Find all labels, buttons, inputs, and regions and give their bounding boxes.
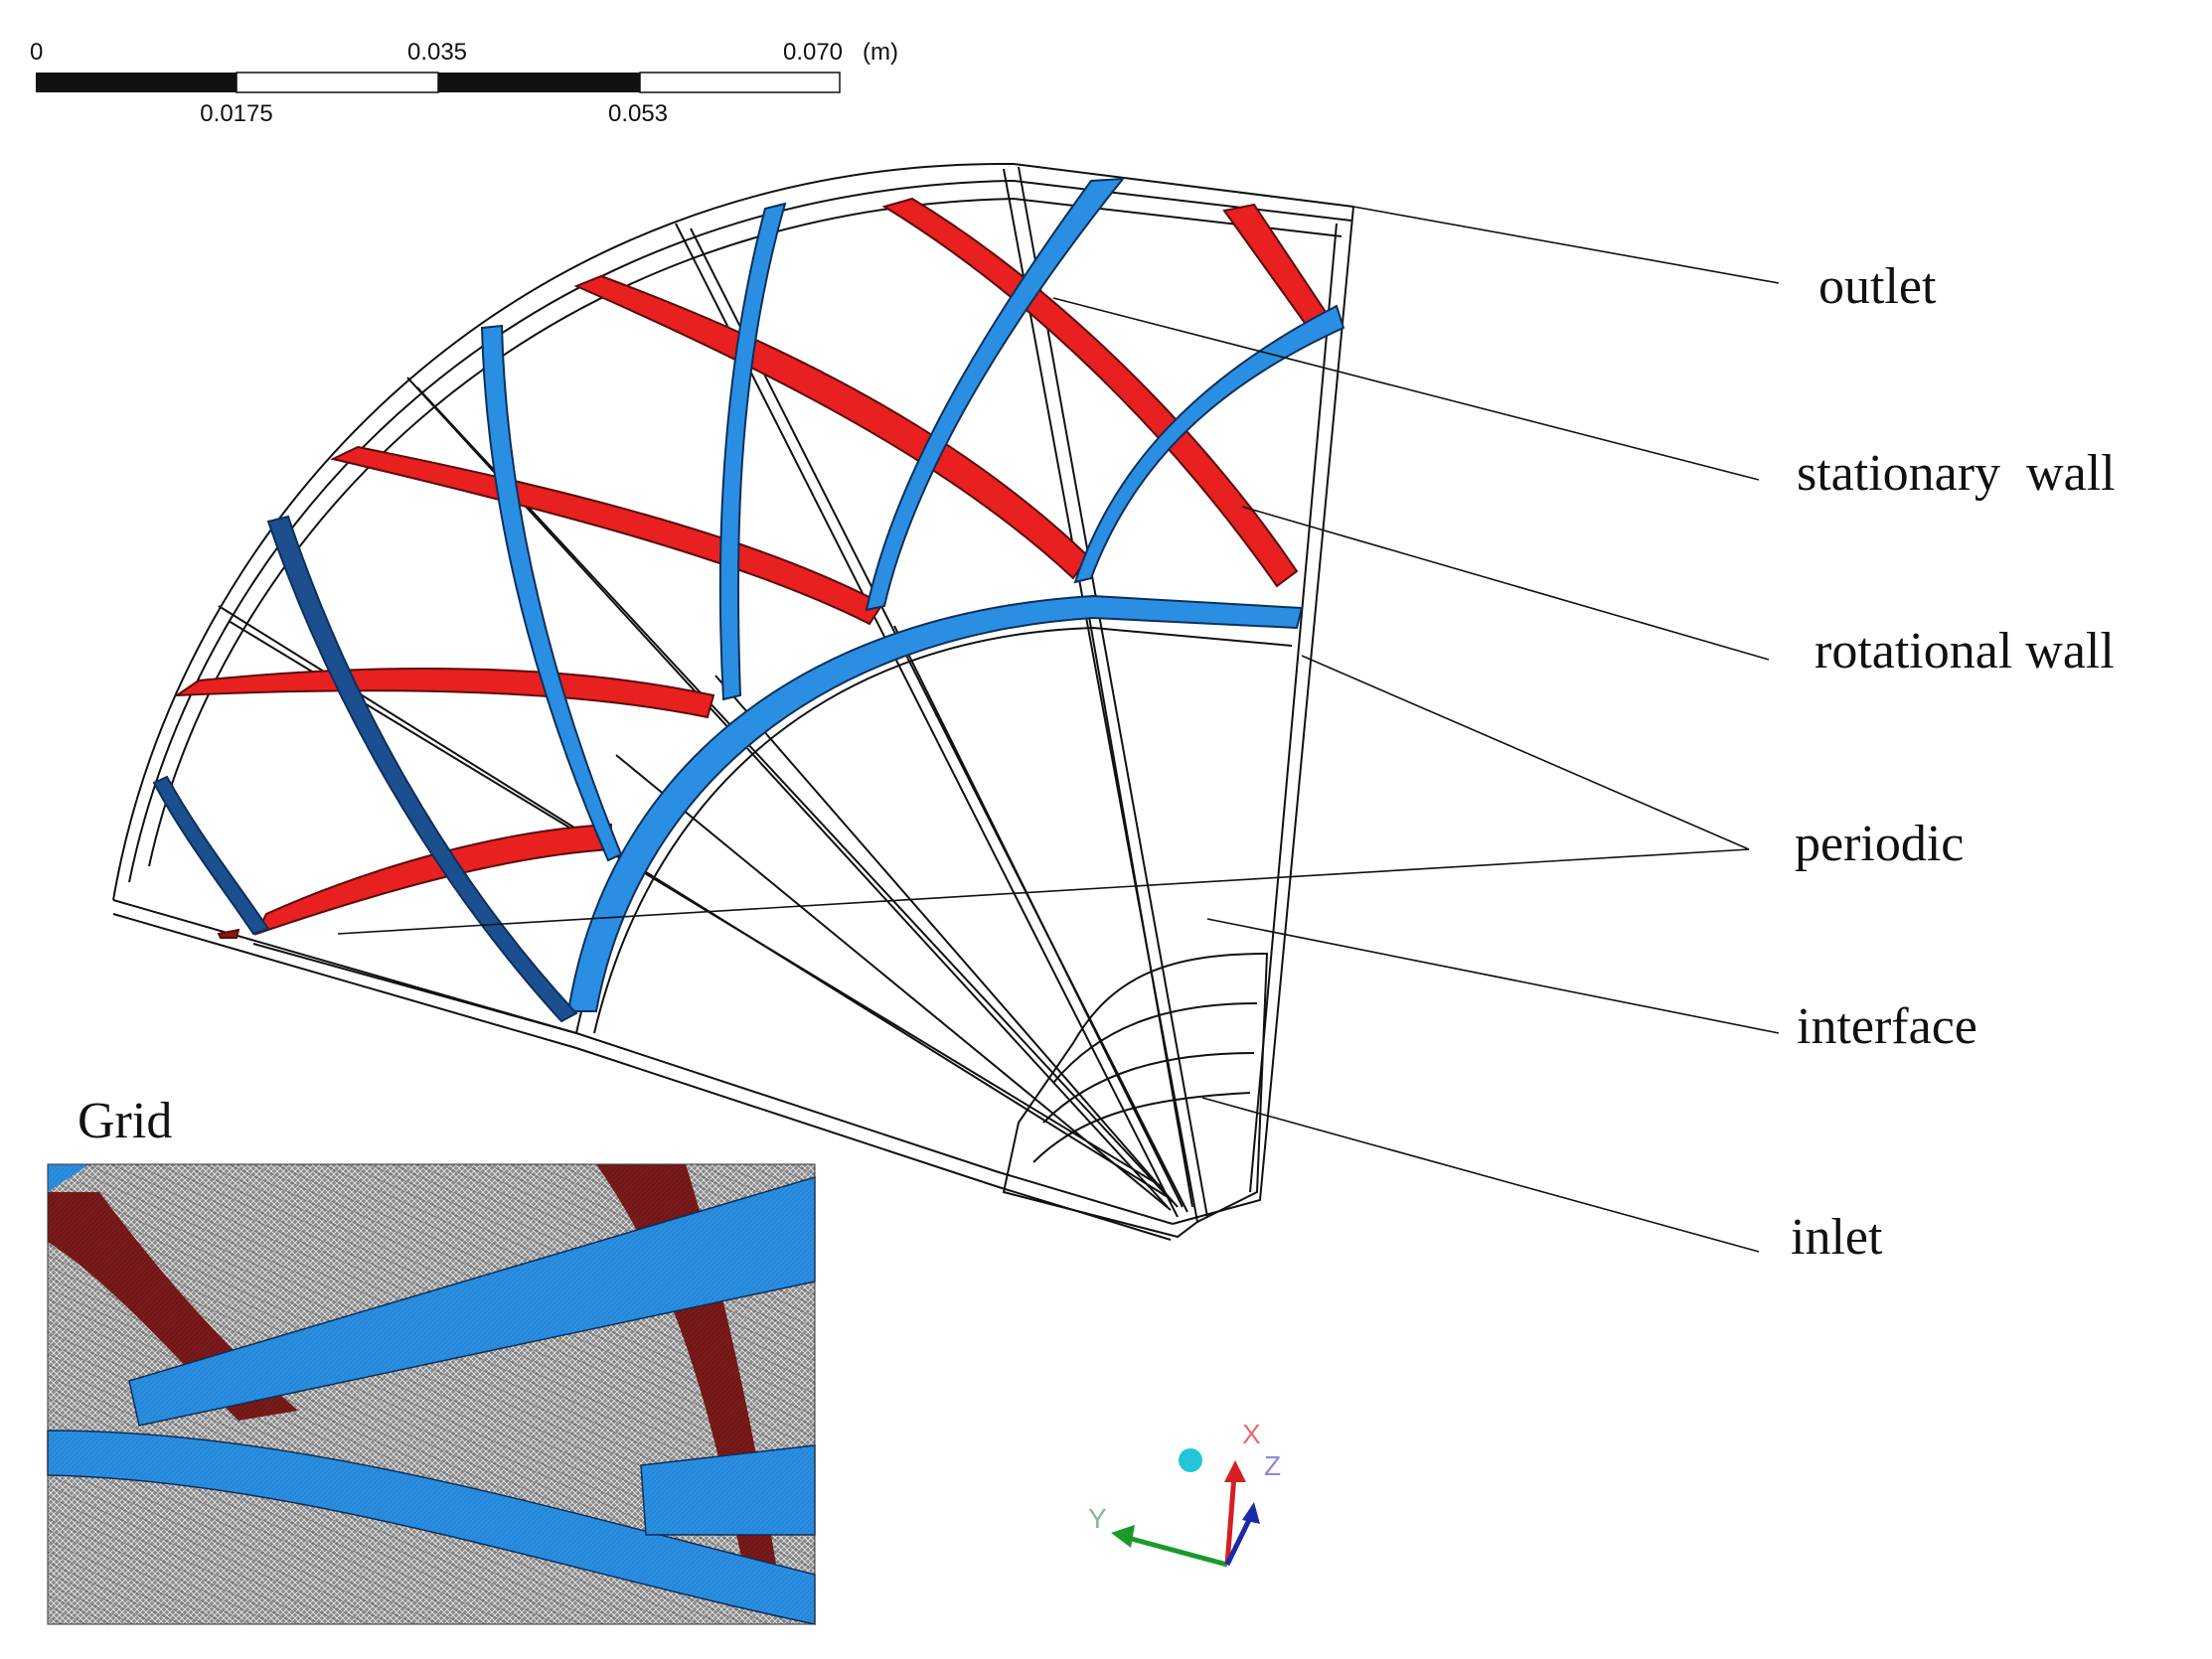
label-interface: interface bbox=[1797, 998, 1977, 1055]
grid-blue-corner bbox=[48, 1164, 89, 1192]
triad-x-label: X bbox=[1242, 1419, 1261, 1449]
rotating-blade-6 bbox=[152, 775, 270, 936]
leader-outlet bbox=[1352, 206, 1780, 284]
leader-periodic-1 bbox=[1301, 655, 1750, 850]
scale-tick-0053: 0.053 bbox=[608, 100, 668, 127]
scale-bar: 0 0.035 0.070 (m) 0.0175 0.053 bbox=[30, 39, 898, 127]
periodic-right bbox=[1172, 206, 1354, 1225]
scale-tick-0: 0 bbox=[30, 39, 43, 66]
label-inlet: inlet bbox=[1791, 1209, 1883, 1266]
triad-origin-sphere bbox=[1179, 1448, 1202, 1472]
grid-inset: Grid bbox=[47, 1093, 816, 1625]
scale-bar-segment-4 bbox=[639, 72, 841, 93]
triad-y-label: Y bbox=[1088, 1503, 1107, 1534]
leader-stationary-wall bbox=[1052, 297, 1760, 481]
radial-line-3 bbox=[675, 223, 1179, 1218]
periodic-left bbox=[112, 899, 1174, 1225]
rotating-blade-5 bbox=[266, 515, 578, 1023]
label-stationary-wall: stationary wall bbox=[1797, 445, 2116, 502]
scale-unit: (m) bbox=[863, 39, 898, 66]
rotating-blades bbox=[152, 177, 1345, 1023]
leader-lines bbox=[337, 206, 1780, 1253]
radial-line-6 bbox=[416, 386, 1174, 1203]
triad-y-arrowhead bbox=[1111, 1525, 1135, 1548]
radial-line-12 bbox=[1087, 610, 1193, 1208]
stationary-blade-6 bbox=[254, 823, 613, 936]
callout-labels: outlet stationary wall rotational wall p… bbox=[1791, 258, 2116, 1266]
scale-bar-segment-2 bbox=[236, 72, 439, 93]
triad-z-label: Z bbox=[1264, 1450, 1281, 1481]
inlet-inner-2 bbox=[1042, 1052, 1255, 1124]
triad-z-arrowhead bbox=[1242, 1502, 1260, 1524]
rotating-blade-1 bbox=[865, 177, 1126, 612]
leader-interface bbox=[1206, 918, 1780, 1034]
rotating-blade-4 bbox=[480, 324, 623, 862]
grid-inset-border bbox=[47, 1163, 816, 1625]
periodic-left-3 bbox=[252, 943, 577, 1034]
leader-periodic-2 bbox=[337, 848, 1750, 935]
triad-x-axis bbox=[1224, 1474, 1237, 1566]
grid-inset-title: Grid bbox=[78, 1093, 172, 1149]
radial-line-8 bbox=[228, 620, 1164, 1188]
scale-bar-segment-3 bbox=[438, 73, 640, 92]
axes-triad: X Y Z bbox=[1088, 1419, 1281, 1568]
scale-tick-00175: 0.0175 bbox=[200, 100, 272, 127]
scale-bar-segment-1 bbox=[36, 73, 237, 92]
rotating-blade-2 bbox=[1073, 304, 1345, 584]
inlet-inner-1 bbox=[1052, 1002, 1258, 1084]
outer-arc-1 bbox=[112, 162, 1354, 901]
outer-arc-2 bbox=[128, 179, 1352, 883]
radial-line-10 bbox=[714, 675, 1179, 1208]
radial-line-9 bbox=[615, 754, 1172, 1211]
inlet-block bbox=[1002, 952, 1269, 1239]
label-periodic: periodic bbox=[1795, 816, 1964, 872]
triad-y-axis bbox=[1127, 1535, 1228, 1568]
scale-tick-0070: 0.070 bbox=[783, 39, 843, 66]
rotating-blade-3 bbox=[718, 202, 787, 701]
triad-x-arrowhead bbox=[1224, 1460, 1246, 1482]
scale-tick-0035: 0.035 bbox=[407, 39, 467, 66]
stationary-blades bbox=[173, 197, 1332, 939]
interface-arc-2 bbox=[593, 626, 1293, 1034]
leader-inlet bbox=[1201, 1097, 1760, 1253]
stationary-blade-edge-1 bbox=[217, 928, 240, 939]
label-outlet: outlet bbox=[1818, 258, 1937, 315]
triad-z-axis bbox=[1224, 1516, 1253, 1567]
rotating-hub-ring bbox=[566, 594, 1304, 1012]
stationary-blade-1 bbox=[1222, 203, 1332, 332]
stationary-blade-2 bbox=[881, 197, 1299, 588]
outer-arc-3 bbox=[148, 197, 1343, 867]
stationary-blade-5 bbox=[173, 668, 715, 719]
impeller-model bbox=[112, 162, 1354, 1241]
interface-arc bbox=[575, 606, 1298, 1034]
radial-line-2 bbox=[1018, 166, 1208, 1218]
label-rotational-wall: rotational wall bbox=[1815, 623, 2115, 679]
leader-rotational-wall bbox=[1241, 506, 1770, 661]
radial-line-5 bbox=[406, 377, 1169, 1208]
radial-line-11 bbox=[893, 625, 1184, 1208]
